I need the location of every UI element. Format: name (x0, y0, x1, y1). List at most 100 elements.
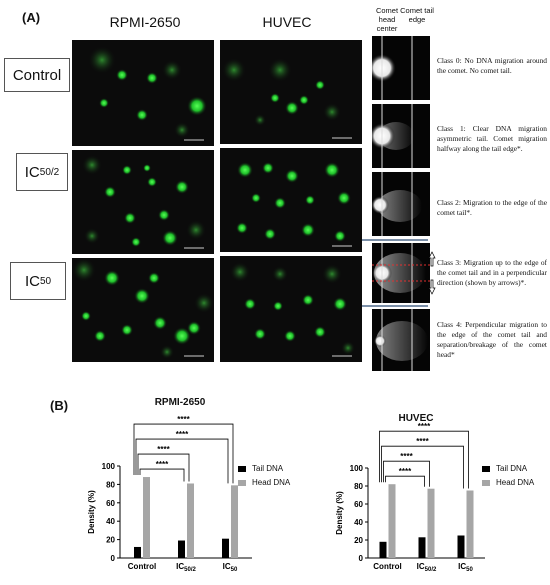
bar-tail-dna (418, 537, 426, 558)
significance-bracket (383, 460, 430, 487)
x-tick-label: IC50/2 (417, 562, 437, 573)
significance-label: **** (157, 445, 170, 454)
significance-bracket (139, 468, 185, 482)
row-label-sub: 50/2 (39, 166, 60, 178)
bar-head-dna (187, 483, 194, 558)
legend-label-head: Head DNA (252, 478, 291, 487)
significance-bracket (385, 475, 425, 487)
row-label-text: IC (24, 163, 40, 181)
class-0-description: Class 0: No DNA migration around the com… (437, 56, 547, 75)
column-header-huvec: HUVEC (262, 14, 312, 30)
x-tick-label: IC50 (458, 562, 473, 573)
significance-label: **** (416, 437, 429, 446)
panel-b-label: (B) (50, 398, 69, 413)
class-2-description: Class 2: Migration to the edge of the co… (437, 198, 547, 217)
comet-image (372, 243, 430, 303)
significance-bracket (135, 438, 229, 484)
y-tick-label: 100 (350, 464, 364, 473)
micrograph-huvec-ic50-2 (220, 148, 362, 252)
legend-swatch-head (482, 480, 490, 486)
legend-label-tail: Tail DNA (252, 464, 284, 473)
comet-image (374, 309, 428, 371)
separator-line (362, 305, 428, 307)
significance-label: **** (400, 452, 413, 461)
bar-head-dna (427, 488, 435, 558)
legend-huvec: Tail DNA Head DNA (482, 464, 548, 496)
bar-head-dna (466, 490, 474, 558)
bar-head-dna (231, 485, 238, 558)
row-label-text: IC (24, 272, 40, 290)
x-tick-label: IC50/2 (176, 562, 196, 573)
comet-image (368, 36, 413, 100)
y-tick-label: 20 (354, 536, 363, 545)
legend-swatch-head (238, 480, 246, 486)
bar-head-dna (388, 484, 396, 558)
bar-tail-dna (457, 535, 465, 558)
significance-bracket (379, 430, 469, 489)
significance-label: **** (418, 422, 431, 431)
y-tick-label: 60 (354, 500, 363, 509)
legend-label-head: Head DNA (496, 478, 535, 487)
separator-line (362, 239, 428, 241)
panel-a-label: (A) (22, 10, 41, 25)
chart-title-rpmi: RPMI-2650 (154, 397, 206, 408)
bar-tail-dna (134, 546, 141, 558)
micrograph-image (236, 162, 352, 247)
y-tick-label: 100 (102, 462, 116, 471)
class-1-description: Class 1: Clear DNA migration asymmetric … (437, 124, 547, 153)
significance-label: **** (177, 415, 190, 424)
micrograph-image (222, 58, 352, 139)
micrograph-rpmi-ic50 (72, 258, 214, 362)
micrograph-image (72, 258, 214, 359)
row-label-control: Control (4, 58, 70, 92)
legend-label-tail: Tail DNA (496, 464, 528, 473)
chart-title-huvec: HUVEC (398, 413, 434, 424)
x-tick-label: Control (128, 562, 156, 571)
class-3-description: Class 3: Migration up to the edge of the… (437, 258, 547, 287)
micrograph-image (230, 262, 355, 357)
legend-rpmi: Tail DNA Head DNA (238, 464, 318, 496)
significance-bracket (381, 445, 464, 489)
y-tick-label: 80 (354, 482, 363, 491)
comet-class-3-image (372, 243, 430, 303)
micrograph-huvec-control (220, 40, 362, 144)
y-tick-label: 0 (111, 554, 116, 563)
y-tick-label: 40 (106, 517, 115, 526)
y-tick-label: 0 (359, 554, 364, 563)
y-axis-label: Density (%) (335, 491, 344, 535)
x-tick-label: Control (373, 562, 401, 571)
micrograph-rpmi-control (72, 40, 214, 146)
class-4-description: Class 4: Perpendicular migration to the … (437, 320, 547, 359)
bar-tail-dna (379, 541, 387, 558)
row-label-sub: 50 (39, 275, 52, 287)
micrograph-huvec-ic50 (220, 256, 362, 362)
bar-tail-dna (222, 538, 229, 558)
row-label-text: Control (12, 66, 62, 84)
x-tick-label: IC50 (223, 562, 238, 573)
significance-label: **** (156, 460, 169, 469)
significance-label: **** (399, 467, 412, 476)
significance-label: **** (176, 430, 189, 439)
significance-bracket (133, 423, 234, 484)
y-tick-label: 80 (106, 480, 115, 489)
comet-image (369, 104, 414, 168)
bar-tail-dna (178, 540, 185, 558)
comet-class-0-image (368, 36, 430, 100)
micrograph-image (88, 46, 207, 141)
micrograph-rpmi-ic50-2 (72, 150, 214, 254)
bar-head-dna (143, 477, 150, 558)
micrograph-image (82, 155, 206, 249)
perpendicular-arrows-icon (428, 250, 436, 296)
comet-tail-edge-label: Comet tail edge (400, 6, 434, 24)
comet-class-4-image (372, 309, 430, 371)
comet-head-center-label: Comet head center (375, 6, 399, 33)
legend-swatch-tail (238, 466, 246, 472)
y-tick-label: 40 (354, 518, 363, 527)
y-axis-label: Density (%) (87, 490, 96, 534)
y-tick-label: 20 (106, 536, 115, 545)
comet-class-1-image (369, 104, 430, 168)
column-header-rpmi: RPMI-2650 (109, 14, 181, 30)
